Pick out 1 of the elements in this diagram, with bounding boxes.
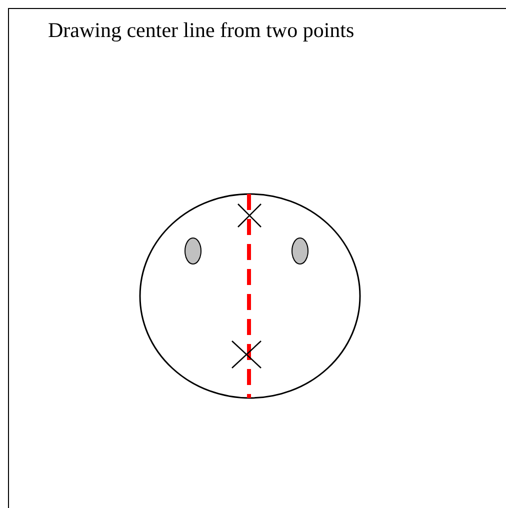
diagram-title: Drawing center line from two points: [48, 18, 354, 43]
